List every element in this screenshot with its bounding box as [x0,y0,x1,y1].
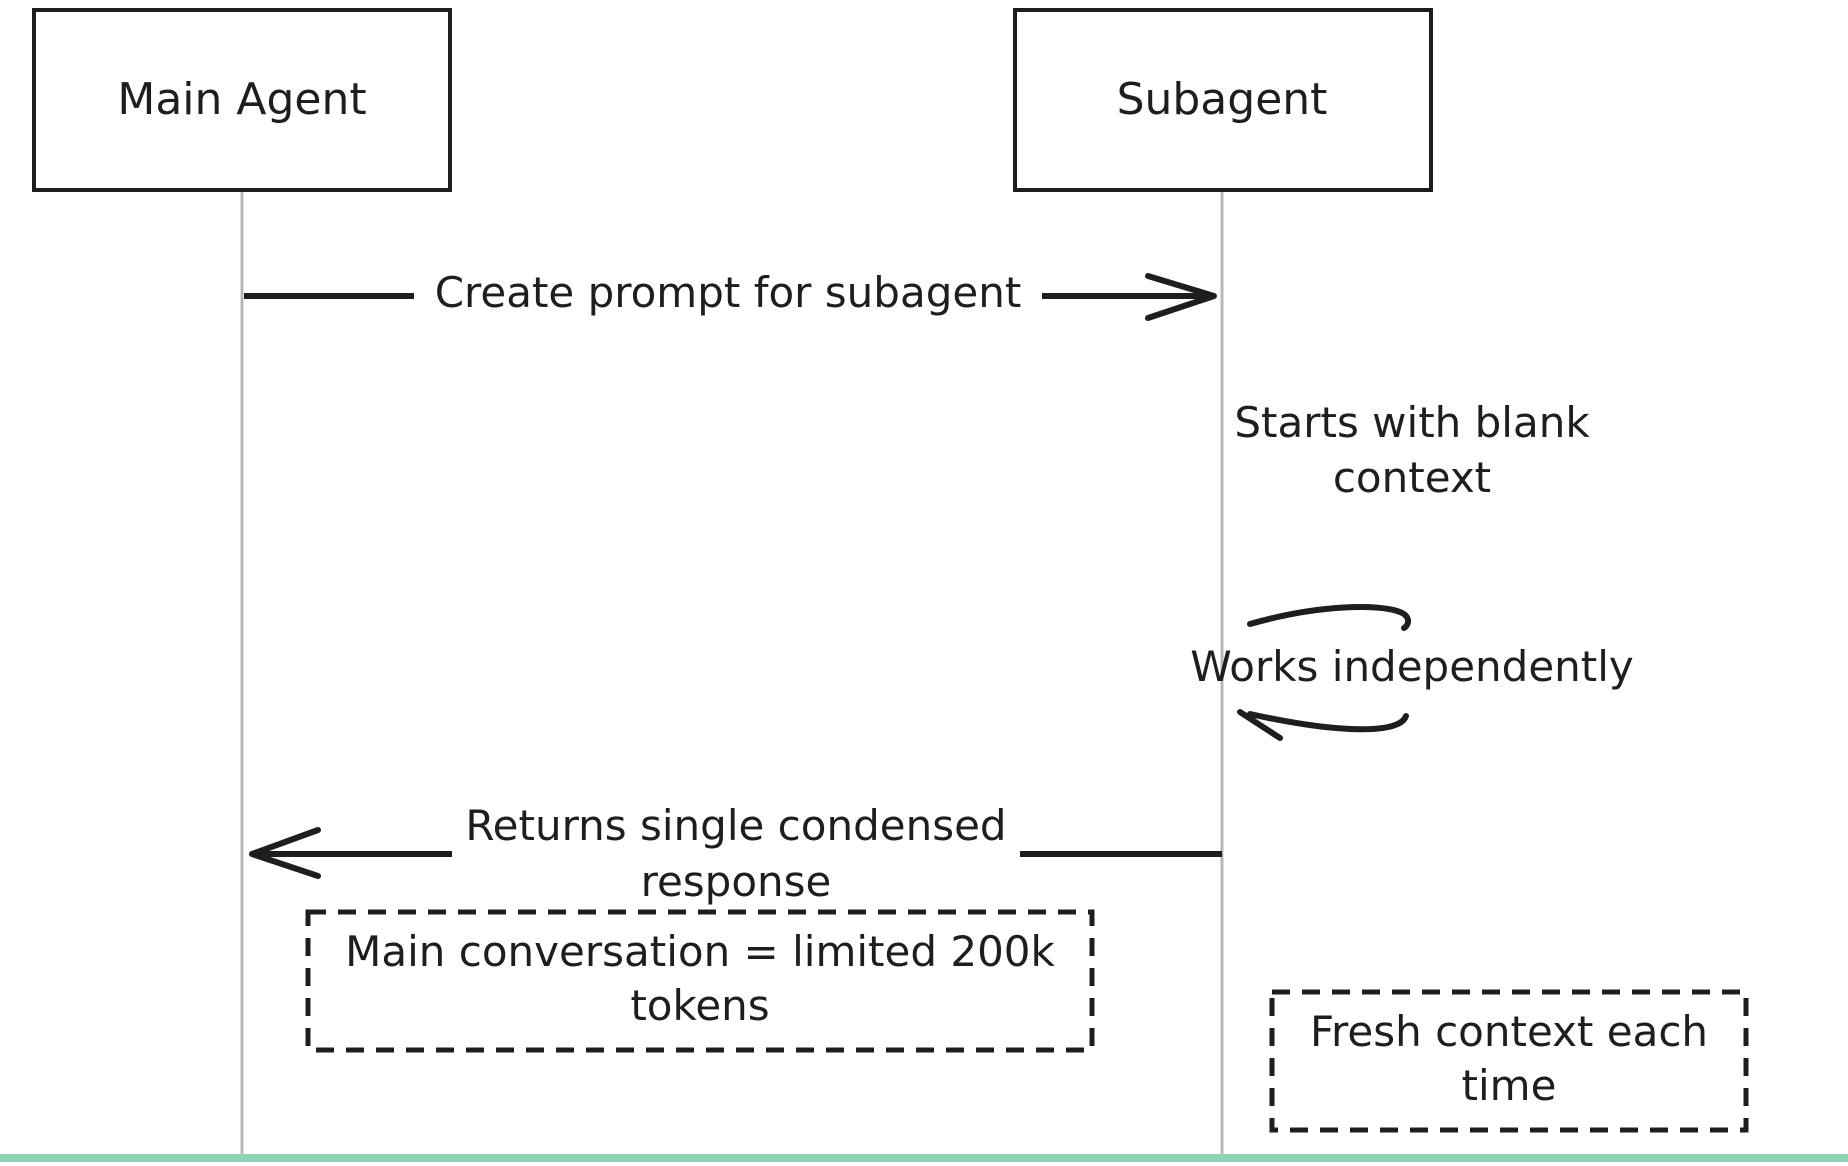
actor-main-agent-box [32,8,452,192]
actor-main-agent-label: Main Agent [117,74,366,125]
message-create-prompt-label: Create prompt for subagent [435,268,1022,317]
note-fresh-context-box [1269,989,1749,1133]
note-blank-context-line-1: Starts with blank [1234,398,1590,447]
note-main-conversation-line-2: tokens [630,981,769,1030]
note-main-conversation-line-1: Main conversation = limited 200k [345,927,1055,976]
message-returns-response: Returns single condensed response [249,801,1222,906]
self-loop-top-icon [1247,604,1412,631]
self-message-works-independently-label: Works independently [1190,642,1634,691]
note-main-conversation-box [305,909,1095,1053]
self-message-works-independently: Works independently [1190,604,1634,741]
note-fresh-context-line-1: Fresh context each [1310,1007,1708,1056]
message-returns-response-line-1: Returns single condensed [465,801,1006,850]
arrowhead-left-icon [249,827,321,879]
note-blank-context: Starts with blank context [1234,398,1590,502]
self-loop-bottom-icon [1247,711,1409,733]
note-blank-context-line-2: context [1333,453,1491,502]
bottom-accent-bar [0,1154,1848,1162]
self-loop-arrowhead-icon [1237,709,1283,741]
arrowhead-right-icon [1145,273,1217,321]
actor-subagent-box [1013,8,1433,192]
note-main-conversation: Main conversation = limited 200k tokens [305,909,1095,1053]
actor-subagent-label: Subagent [1117,74,1328,125]
actor-subagent[interactable]: Subagent [1013,8,1433,192]
note-fresh-context-line-2: time [1462,1061,1557,1110]
message-returns-response-line-2: response [641,857,832,906]
message-create-prompt: Create prompt for subagent [244,268,1217,321]
note-fresh-context: Fresh context each time [1269,989,1749,1133]
actor-main-agent[interactable]: Main Agent [32,8,452,192]
